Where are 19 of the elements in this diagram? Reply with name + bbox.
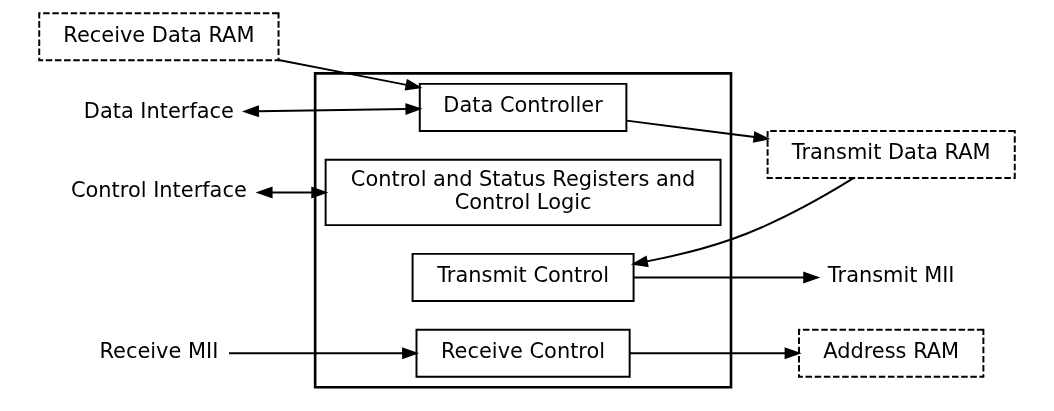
node-box: Transmit Data RAM: [766, 130, 1016, 179]
node-text: Receive MII: [99, 339, 219, 364]
node-box: Receive Control: [415, 328, 631, 378]
node-text: Transmit MII: [827, 263, 955, 288]
arrow: [277, 58, 423, 91]
arrow: [630, 177, 855, 268]
node-text: Control Interface: [70, 178, 247, 203]
node-box: Address RAM: [798, 328, 985, 378]
node-box: Receive Data RAM: [38, 12, 280, 62]
arrow: [228, 347, 420, 360]
node-box: Transmit Control: [411, 252, 635, 302]
node-text: Data Interface: [83, 98, 234, 123]
arrow: [629, 347, 802, 360]
arrow: [242, 103, 423, 118]
arrow: [255, 186, 329, 199]
node-box: Data Controller: [418, 82, 628, 132]
node-box: Control and Status Registers and Control Logic: [324, 158, 722, 227]
arrow: [633, 271, 821, 284]
arrow: [625, 119, 771, 143]
